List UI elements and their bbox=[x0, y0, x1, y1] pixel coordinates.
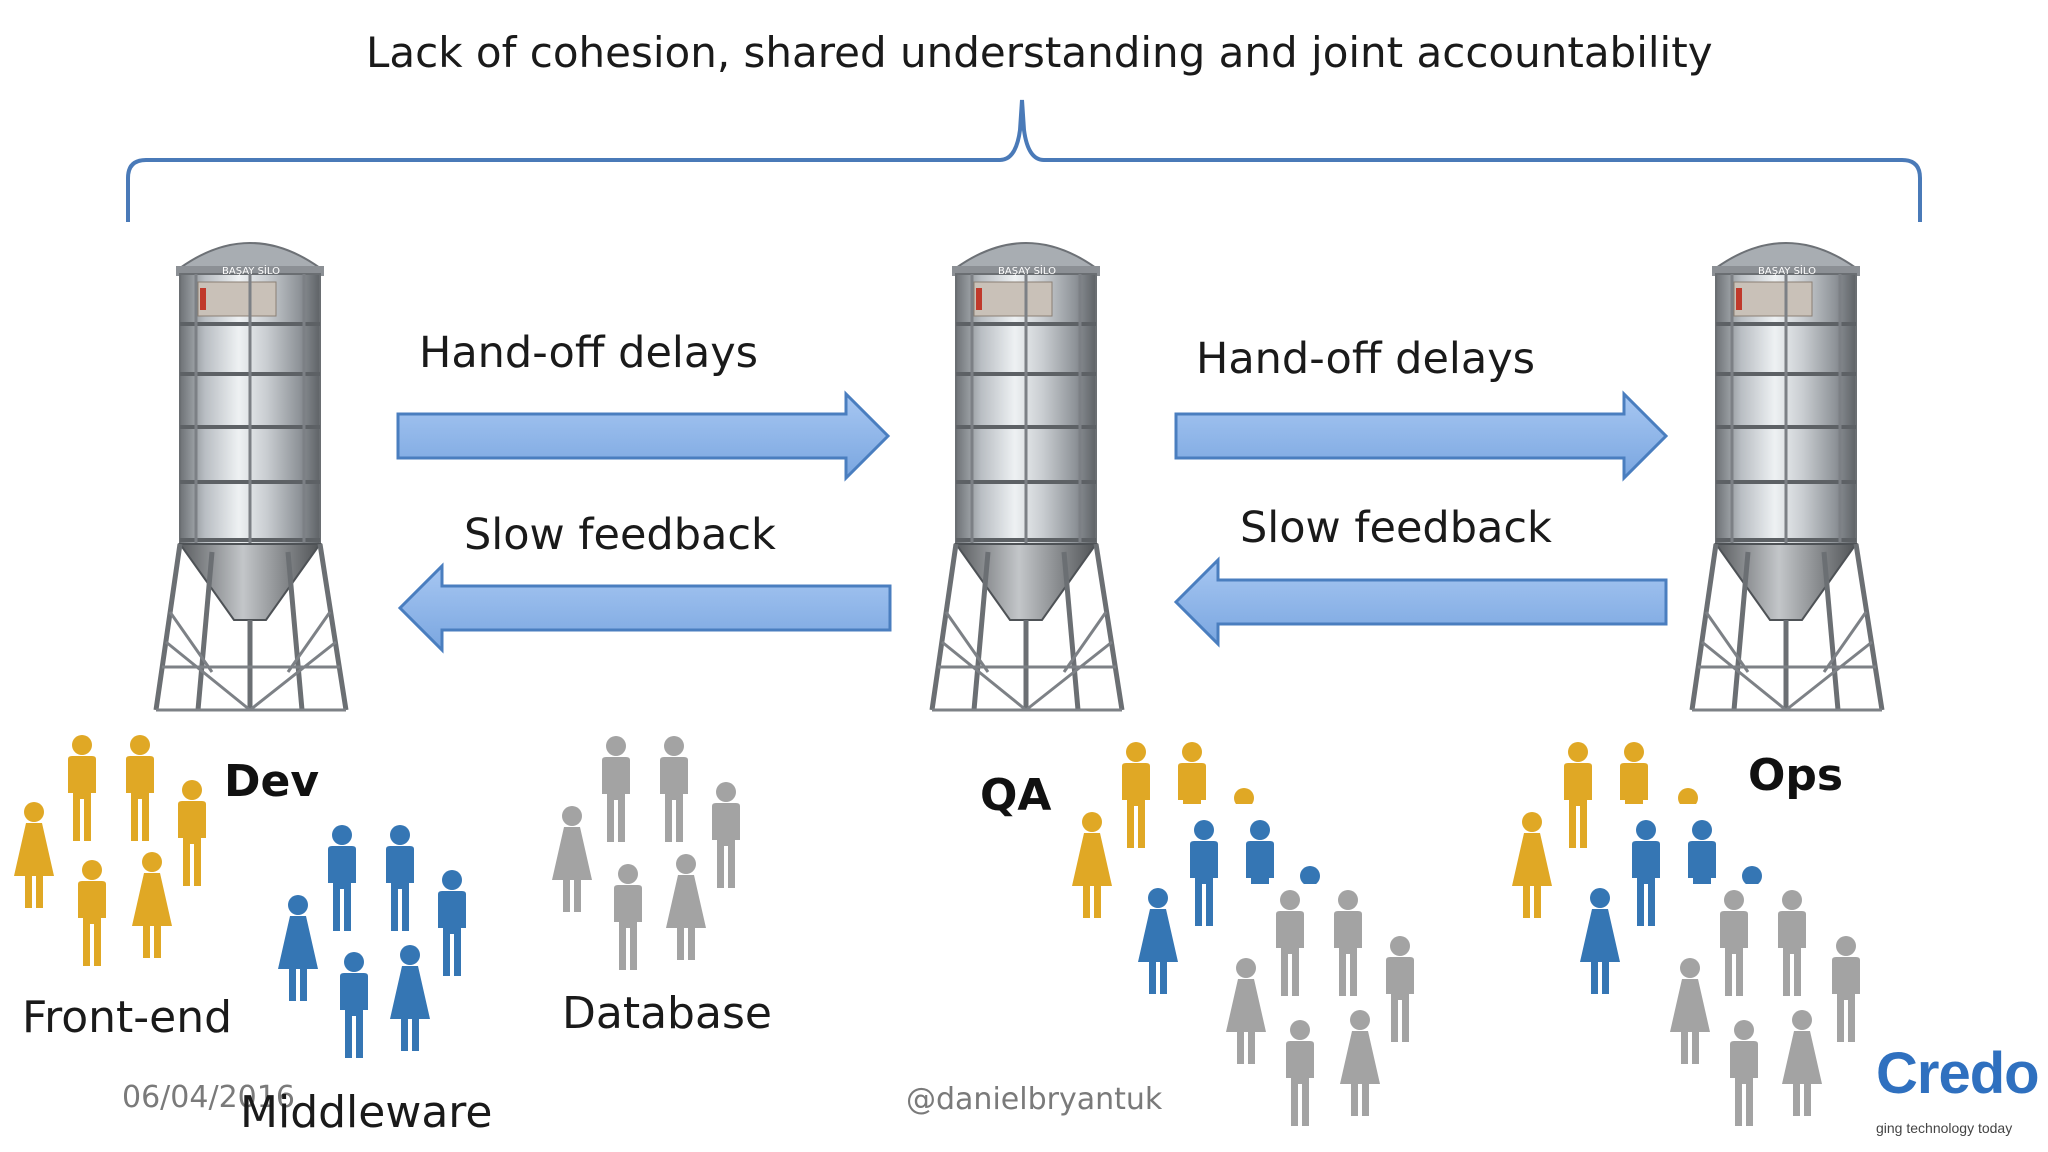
middleware-people bbox=[278, 825, 466, 1058]
team-label-dev: Dev bbox=[224, 756, 320, 807]
person-icon bbox=[68, 735, 96, 841]
person-icon bbox=[178, 780, 206, 886]
person-icon bbox=[126, 735, 154, 841]
silo-icon-dev bbox=[156, 243, 346, 710]
person-icon bbox=[1072, 812, 1112, 918]
frontend-people bbox=[14, 735, 206, 966]
person-icon bbox=[1564, 742, 1592, 848]
silo-sign-qa: BAŞAY SİLO bbox=[998, 264, 1056, 277]
person-icon bbox=[1512, 812, 1552, 918]
company-logo: Credo bbox=[1876, 1041, 2040, 1106]
person-icon bbox=[660, 736, 688, 842]
person-icon bbox=[552, 806, 592, 912]
person-icon bbox=[278, 895, 318, 1001]
person-icon bbox=[78, 860, 106, 966]
person-icon bbox=[390, 945, 430, 1051]
team-label-ops: Ops bbox=[1748, 750, 1844, 801]
footer-handle: @danielbryantuk bbox=[906, 1082, 1163, 1117]
group-label-database: Database bbox=[562, 988, 772, 1039]
arrow-right-icon bbox=[396, 390, 891, 482]
group-label-frontend: Front-end bbox=[22, 992, 233, 1043]
silo-sign-dev: BAŞAY SİLO bbox=[222, 264, 280, 277]
ops-people bbox=[1512, 742, 1904, 1144]
curly-brace-icon bbox=[126, 99, 1922, 222]
group-label-middleware: Middleware bbox=[240, 1087, 493, 1138]
logo-tagline: ging technology today bbox=[1876, 1120, 2013, 1136]
person-icon bbox=[602, 736, 630, 842]
arrow-left-icon bbox=[1173, 556, 1668, 648]
silo-icon-ops bbox=[1692, 243, 1882, 710]
person-icon bbox=[132, 852, 172, 958]
silo-sign-ops: BAŞAY SİLO bbox=[1758, 264, 1816, 277]
person-icon bbox=[666, 854, 706, 960]
person-icon bbox=[438, 870, 466, 976]
person-icon bbox=[712, 782, 740, 888]
handoff-label-qa-ops: Hand-off delays bbox=[1196, 334, 1536, 384]
person-icon bbox=[614, 864, 642, 970]
footer-date: 06/04/2016 bbox=[122, 1080, 295, 1115]
person-icon bbox=[1122, 742, 1150, 848]
handoff-label-dev-qa: Hand-off delays bbox=[419, 328, 759, 378]
qa-people bbox=[1072, 742, 1462, 1144]
arrow-right-icon bbox=[1174, 390, 1669, 482]
silo-icon-qa bbox=[932, 243, 1122, 710]
feedback-label-ops-qa: Slow feedback bbox=[1240, 503, 1552, 553]
feedback-label-qa-dev: Slow feedback bbox=[464, 510, 776, 560]
arrow-left-icon bbox=[397, 562, 892, 654]
person-icon bbox=[340, 952, 368, 1058]
team-label-qa: QA bbox=[980, 770, 1052, 821]
database-people bbox=[552, 736, 740, 970]
person-icon bbox=[14, 802, 54, 908]
person-icon bbox=[328, 825, 356, 931]
person-icon bbox=[386, 825, 414, 931]
diagram-title: Lack of cohesion, shared understanding a… bbox=[366, 28, 1713, 77]
